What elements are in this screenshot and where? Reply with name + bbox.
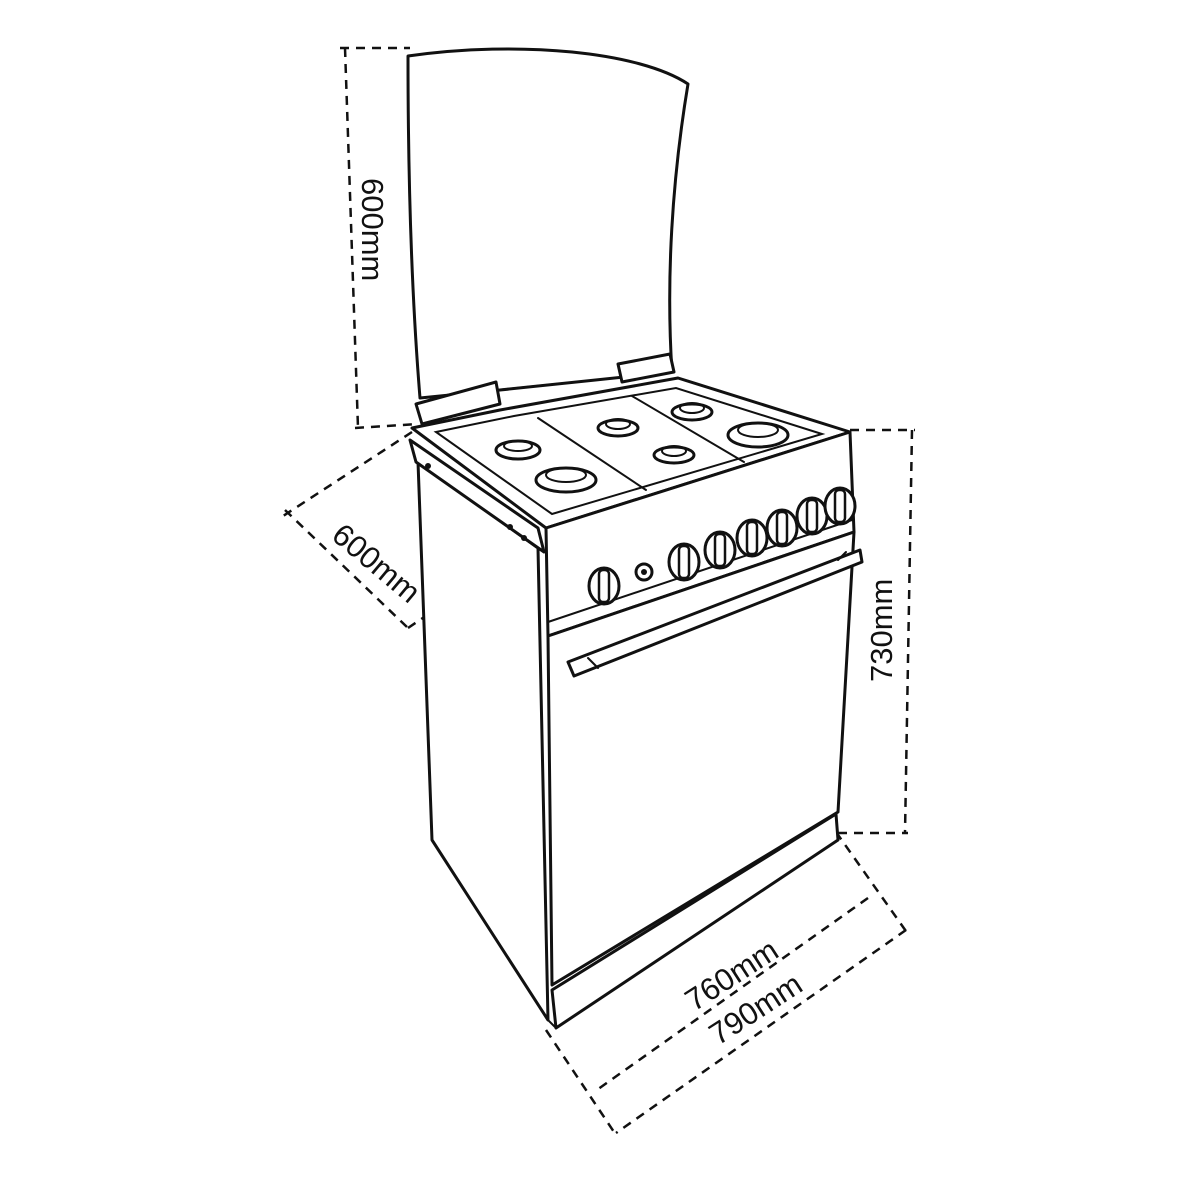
control-knob-5[interactable]: [765, 508, 799, 548]
control-knob-4[interactable]: [735, 518, 769, 558]
kick-plate-corner: [547, 1019, 557, 1029]
burner-rear-center: [596, 418, 640, 438]
kick-plate: [550, 812, 840, 1030]
left-hinge: [414, 380, 502, 426]
side-screw-1: [425, 463, 431, 469]
height-label: 730mm: [864, 579, 899, 682]
burner-front-right: [726, 421, 790, 449]
control-knob-3[interactable]: [703, 530, 737, 570]
hob-divider-right: [631, 395, 745, 463]
width-right-extension-line: [834, 831, 910, 935]
side-screw-2: [507, 524, 513, 530]
lid-height-label: 600mm: [355, 178, 390, 281]
cooker-body: [408, 376, 864, 1030]
burner-rear-right: [670, 402, 714, 422]
ignition-button[interactable]: [634, 562, 654, 582]
control-panel-lower-edge: [547, 519, 853, 623]
depth-back-extension-line: [279, 430, 413, 520]
hob-divider-left: [537, 417, 647, 491]
burner-front-left: [534, 466, 598, 494]
side-panel: [416, 460, 550, 1022]
depth-dimension-line: [284, 509, 409, 629]
side-rim: [408, 438, 546, 554]
oven-door-handle: [566, 548, 864, 678]
lid-height-dimension: 600mm: [340, 46, 419, 430]
control-knobs: [587, 486, 857, 606]
side-screw-3: [521, 535, 527, 541]
height-dimension-line: [903, 429, 914, 834]
right-hinge: [616, 352, 676, 384]
control-knob-2[interactable]: [667, 542, 701, 582]
width-left-extension-line: [544, 1029, 618, 1136]
width-inner-dimension-line: [593, 896, 869, 1094]
control-knob-7[interactable]: [823, 486, 857, 526]
width-outer-dimension-line: [615, 928, 907, 1135]
burners: [494, 402, 790, 494]
depth-label: 600mm: [326, 517, 428, 610]
hob-inner-edge: [433, 386, 826, 516]
lid: [406, 47, 690, 426]
handle-right-mount: [837, 551, 847, 561]
burner-rear-left: [494, 439, 542, 461]
lid-bottom-extension-line: [354, 422, 419, 430]
lid-panel: [406, 47, 690, 400]
height-dimension: 730mm: [838, 428, 915, 835]
handle-left-mount: [587, 657, 599, 669]
control-knob-1[interactable]: [587, 566, 621, 606]
control-knob-6[interactable]: [795, 496, 829, 536]
burner-front-center: [652, 445, 696, 465]
